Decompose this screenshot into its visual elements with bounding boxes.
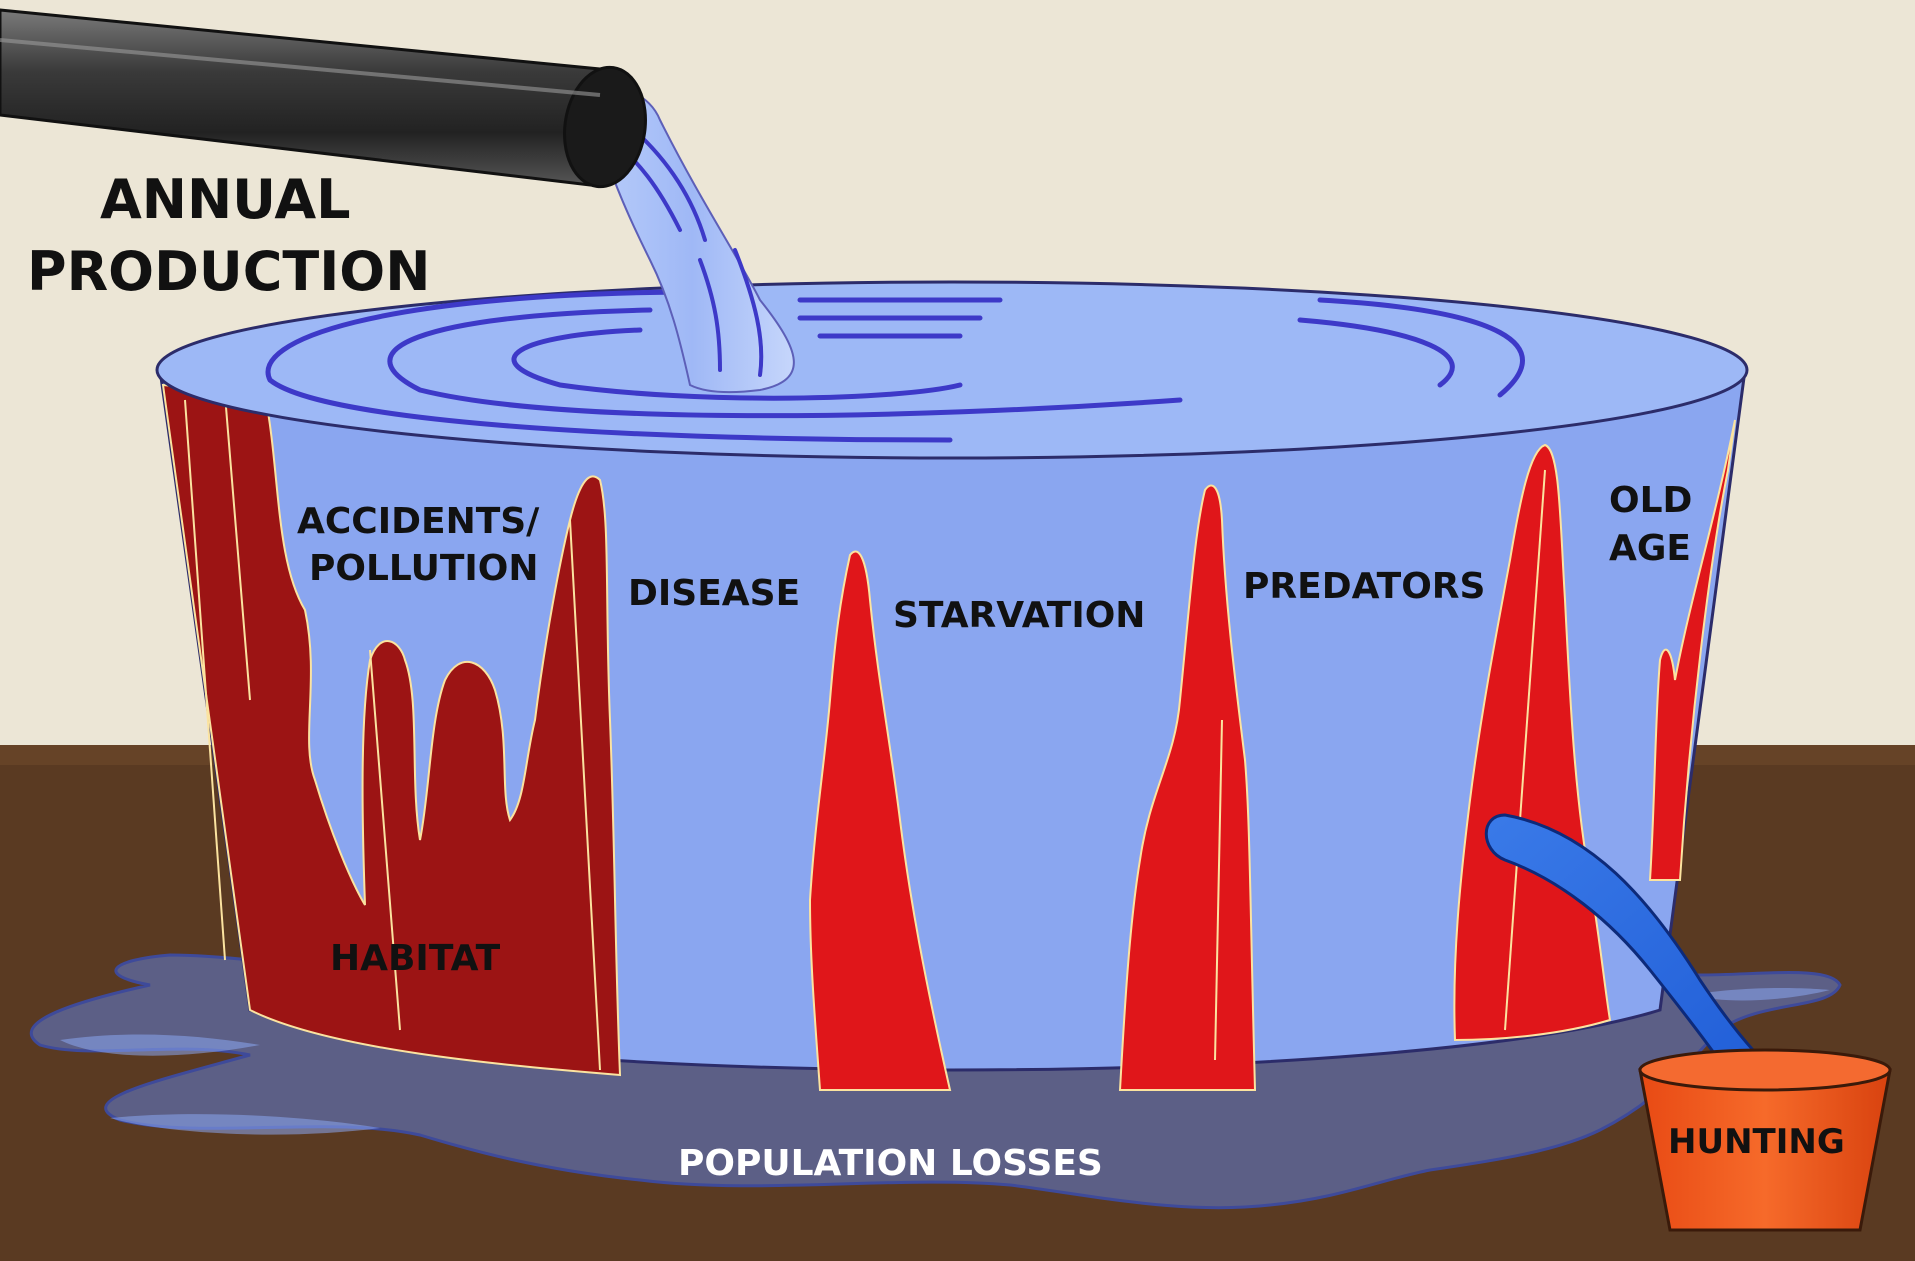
annual-production-label-line2: PRODUCTION xyxy=(27,240,430,303)
starvation-label: STARVATION xyxy=(893,595,1145,636)
accidents-label-line1: ACCIDENTS/ xyxy=(297,501,540,542)
habitat-label: HABITAT xyxy=(330,938,501,979)
annual-production-label-line1: ANNUAL xyxy=(100,168,351,231)
old-age-label-line2: AGE xyxy=(1609,528,1691,569)
accidents-label-line2: POLLUTION xyxy=(309,548,539,589)
disease-label: DISEASE xyxy=(628,573,800,614)
old-age-label-line1: OLD xyxy=(1609,480,1692,521)
population-losses-label: POPULATION LOSSES xyxy=(678,1143,1103,1184)
predators-label: PREDATORS xyxy=(1243,566,1485,607)
hunting-label: HUNTING xyxy=(1668,1122,1845,1162)
